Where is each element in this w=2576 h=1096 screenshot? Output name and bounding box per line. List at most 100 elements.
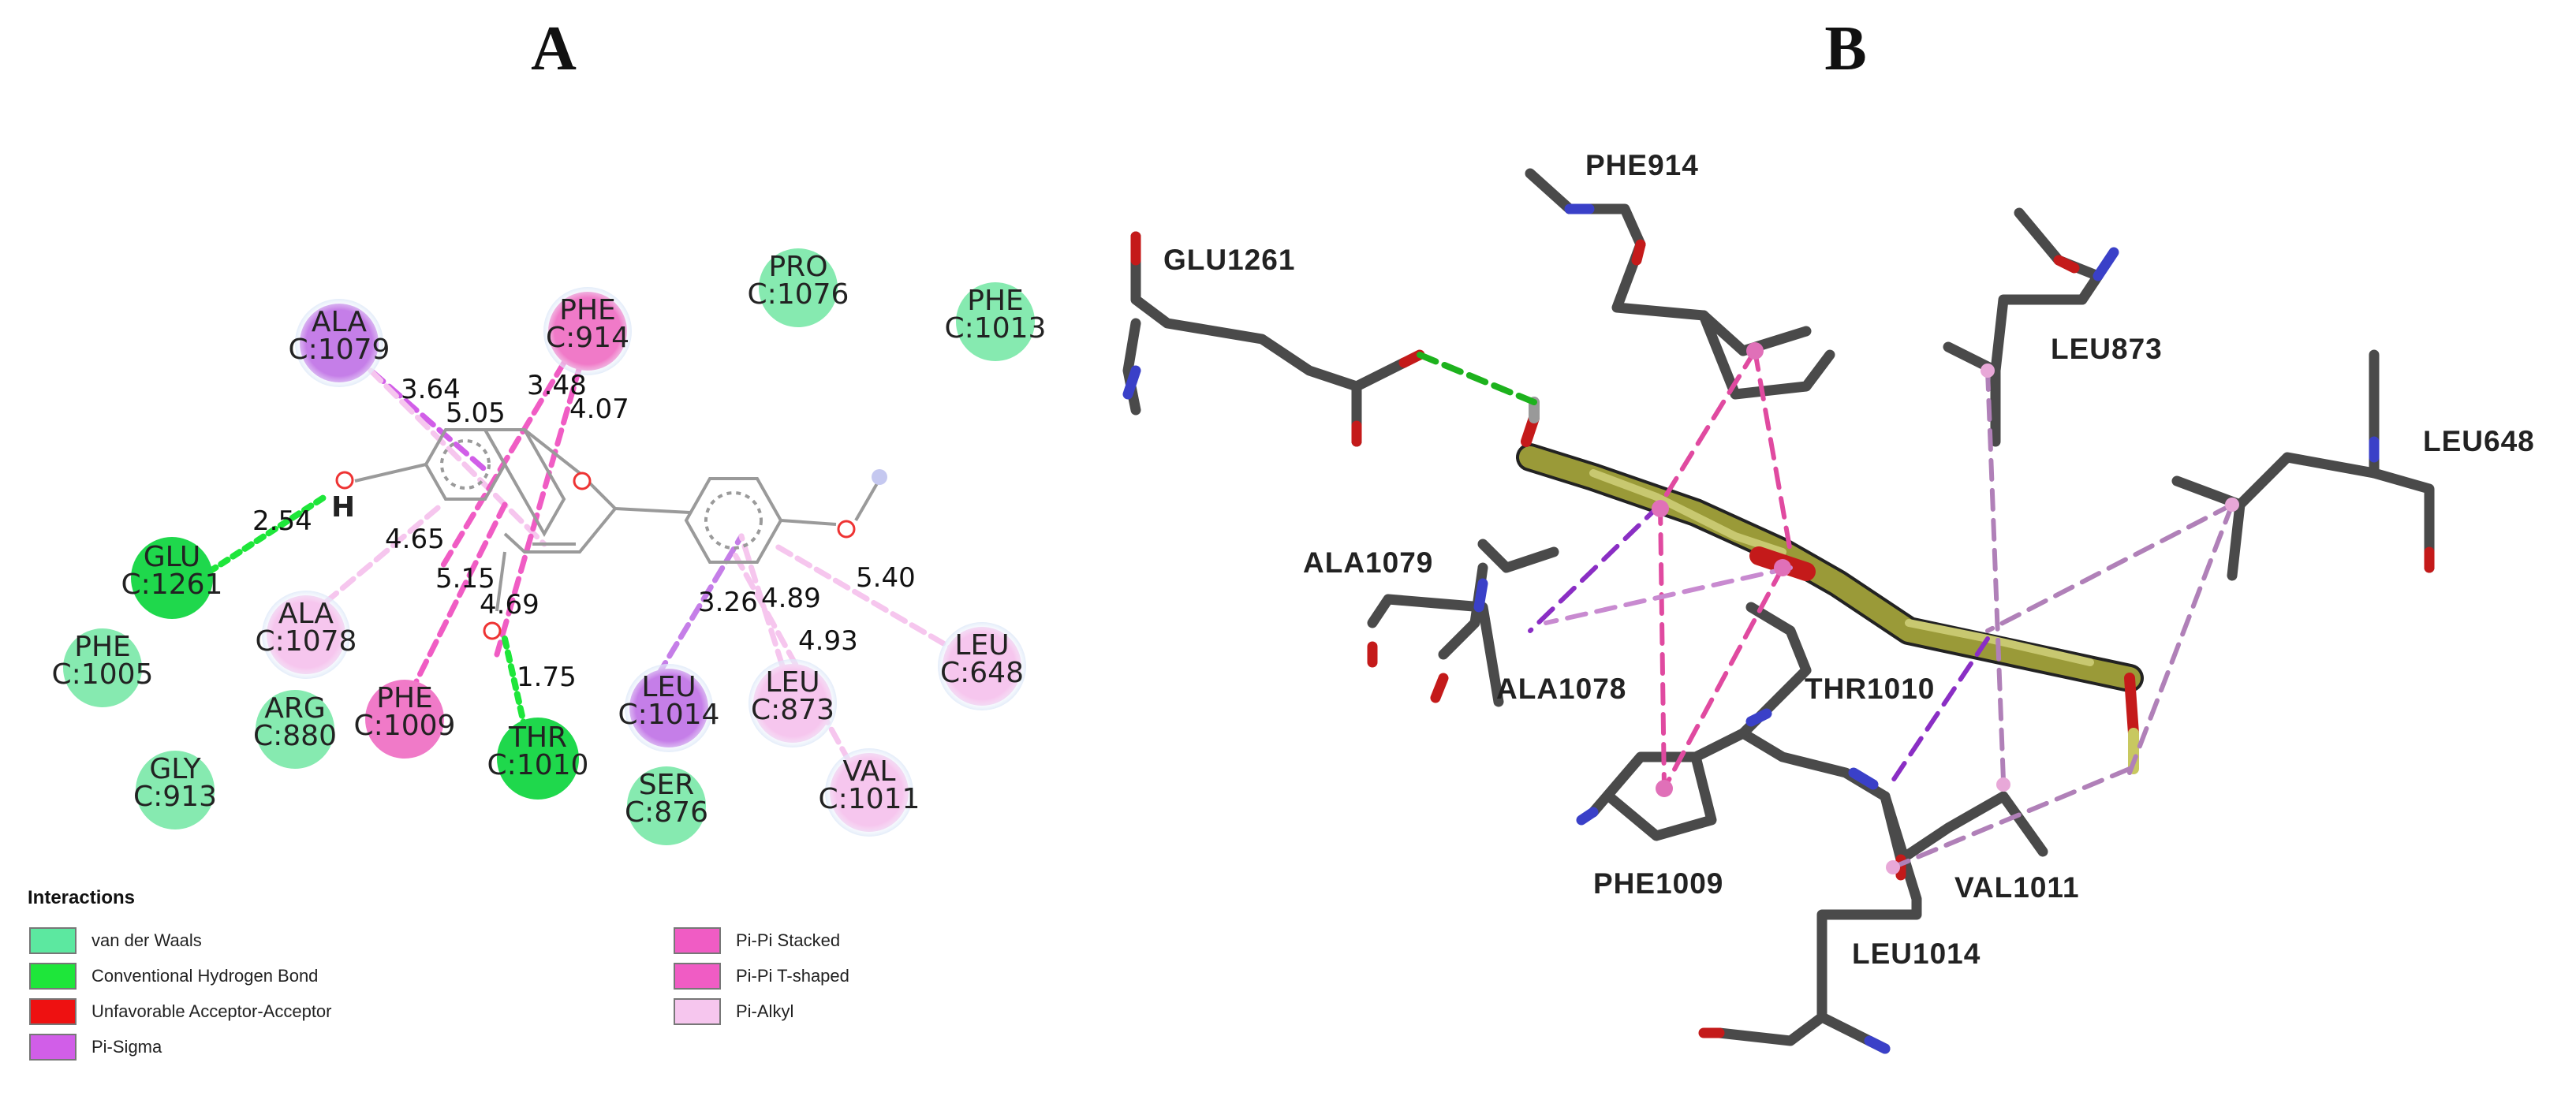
legend: Interactions van der Waals Conventional … <box>28 887 849 1061</box>
hbond-line-glu1261 <box>194 494 328 583</box>
interaction-lines-3d <box>1417 349 2234 870</box>
oxygen-atom-1 <box>335 471 354 490</box>
stick-glu1261-n <box>1122 318 1141 416</box>
ligand-oh2-bond <box>495 551 506 612</box>
panel-b-3d-view: PHE914 GLU1261 LEU873 LEU648 ALA1079 ALA… <box>1122 149 2535 1054</box>
legend-label: Pi-Sigma <box>91 1037 162 1057</box>
ligand-ring-c <box>503 428 618 554</box>
stick-ala1079 <box>1477 539 1559 573</box>
residue-chain: C:913 <box>133 781 217 813</box>
distance-label-5: 2.54 <box>252 505 312 537</box>
stick-val1011 <box>1880 791 2048 865</box>
ligand-2d <box>354 428 881 612</box>
stick-leu648 <box>2171 349 2380 510</box>
pi-pi-line-phe1009 <box>407 501 508 697</box>
stick-leu648-b <box>2369 468 2435 573</box>
residue-phe914: PHE C:914 <box>543 287 632 375</box>
protein-sticks <box>1122 168 2435 1054</box>
distance-label-12: 4.93 <box>798 625 858 657</box>
ligand-ring-b <box>684 477 783 564</box>
pi-pi-3d-phe914-b <box>1753 349 1793 554</box>
residue-arg880: ARG C:880 <box>253 690 337 769</box>
legend-label: van der Waals <box>91 930 202 950</box>
hydrogen-label: H <box>331 491 355 524</box>
ligand-ring-a-aromatic <box>440 439 491 490</box>
legend-label: Conventional Hydrogen Bond <box>91 966 318 986</box>
residue-name: LEU <box>641 671 696 703</box>
residue-phe1005: PHE C:1005 <box>52 628 153 707</box>
interaction-lines <box>194 340 965 784</box>
stick-leu1014 <box>1714 791 1922 1046</box>
pi-sigma-3d-ala1079 <box>1528 502 1663 633</box>
stick-ala1078 <box>1367 594 1504 707</box>
legend-item-vdw: van der Waals <box>29 927 202 954</box>
stick-leu648-c <box>2227 499 2246 581</box>
residue-name: SER <box>639 769 695 801</box>
pi-alkyl-line-ala1079 <box>368 367 547 547</box>
residue-pro1076: PRO C:1076 <box>748 248 849 327</box>
legend-label: Pi-Pi Stacked <box>736 930 840 950</box>
legend-item-pi-sigma: Pi-Sigma <box>29 1034 162 1061</box>
residue-name: THR <box>508 721 567 754</box>
distance-label-8: 4.69 <box>480 589 539 621</box>
residue-chain: C:1261 <box>121 569 223 601</box>
pi-pi-3d-phe1009-a <box>1658 502 1667 791</box>
distance-label-10: 3.26 <box>698 587 758 618</box>
pi-sigma-3d-leu1014 <box>1891 636 1990 783</box>
residue-phe1009: PHE C:1009 <box>354 680 456 759</box>
panel-a-letter: A <box>531 14 577 84</box>
residue-name: PHE <box>376 682 433 714</box>
label-3d-ala1078: ALA1078 <box>1496 673 1626 705</box>
pi-pi-3d-phe1009-b <box>1662 565 1785 791</box>
legend-swatch <box>29 1034 77 1061</box>
residue-name: GLU <box>144 541 201 573</box>
residue-chain: C:880 <box>253 720 337 752</box>
legend-item-hbond: Conventional Hydrogen Bond <box>29 963 318 990</box>
legend-swatch <box>29 963 77 990</box>
residue-name: PRO <box>768 251 827 283</box>
legend-item-pi-alkyl: Pi-Alkyl <box>674 998 793 1025</box>
pi-alkyl-3d-val1011 <box>1891 766 2132 870</box>
residue-chain: C:914 <box>546 322 629 354</box>
distance-label-1: 3.64 <box>401 374 461 405</box>
stick-phe1009-link <box>1690 728 1749 762</box>
pi-alkyl-3d-leu873 <box>1985 368 2006 783</box>
residue-chain: C:1010 <box>487 749 589 781</box>
stick-phe914 <box>1525 168 1812 356</box>
ligand-ring-b-aromatic <box>704 491 763 550</box>
label-3d-phe914: PHE914 <box>1585 149 1699 181</box>
distance-label-7: 5.15 <box>435 563 495 595</box>
residue-chain: C:876 <box>625 796 708 829</box>
residue-name: LEU <box>765 666 819 699</box>
residue-val1011: VAL C:1011 <box>819 748 920 837</box>
hbond-3d-glu1261 <box>1417 352 1537 405</box>
residue-name: PHE <box>74 631 131 663</box>
legend-swatch <box>674 963 721 990</box>
panel-b-letter: B <box>1824 14 1866 84</box>
residue-leu873: LEU C:873 <box>749 659 837 747</box>
legend-title: Interactions <box>28 887 135 908</box>
label-3d-glu1261: GLU1261 <box>1163 244 1295 276</box>
residue-chain: C:1009 <box>354 710 456 742</box>
label-3d-leu648: LEU648 <box>2423 425 2535 457</box>
residue-ala1079: ALA C:1079 <box>289 299 390 387</box>
centroid-spheres <box>1652 342 2239 874</box>
label-3d-thr1010: THR1010 <box>1805 673 1935 705</box>
ligand-methoxy-bond <box>780 519 837 526</box>
stick-phe914-ring <box>1698 310 1835 400</box>
pi-alkyl-3d-leu648-a <box>1985 502 2234 633</box>
residue-leu648: LEU C:648 <box>938 622 1026 710</box>
ligand-oh-bond <box>354 463 427 483</box>
methyl-atom <box>872 469 887 485</box>
stick-phe1009 <box>1588 751 1717 841</box>
residue-phe1013: PHE C:1013 <box>945 282 1047 361</box>
residue-name: VAL <box>842 755 895 788</box>
residue-chain: C:1013 <box>945 312 1047 345</box>
distance-label-2: 5.05 <box>446 397 506 429</box>
residue-name: GLY <box>149 753 201 785</box>
residue-name: PHE <box>559 294 616 326</box>
residue-ser876: SER C:876 <box>625 766 708 845</box>
residue-glu1261: GLU C:1261 <box>121 537 223 619</box>
residue-chain: C:1079 <box>289 334 390 366</box>
